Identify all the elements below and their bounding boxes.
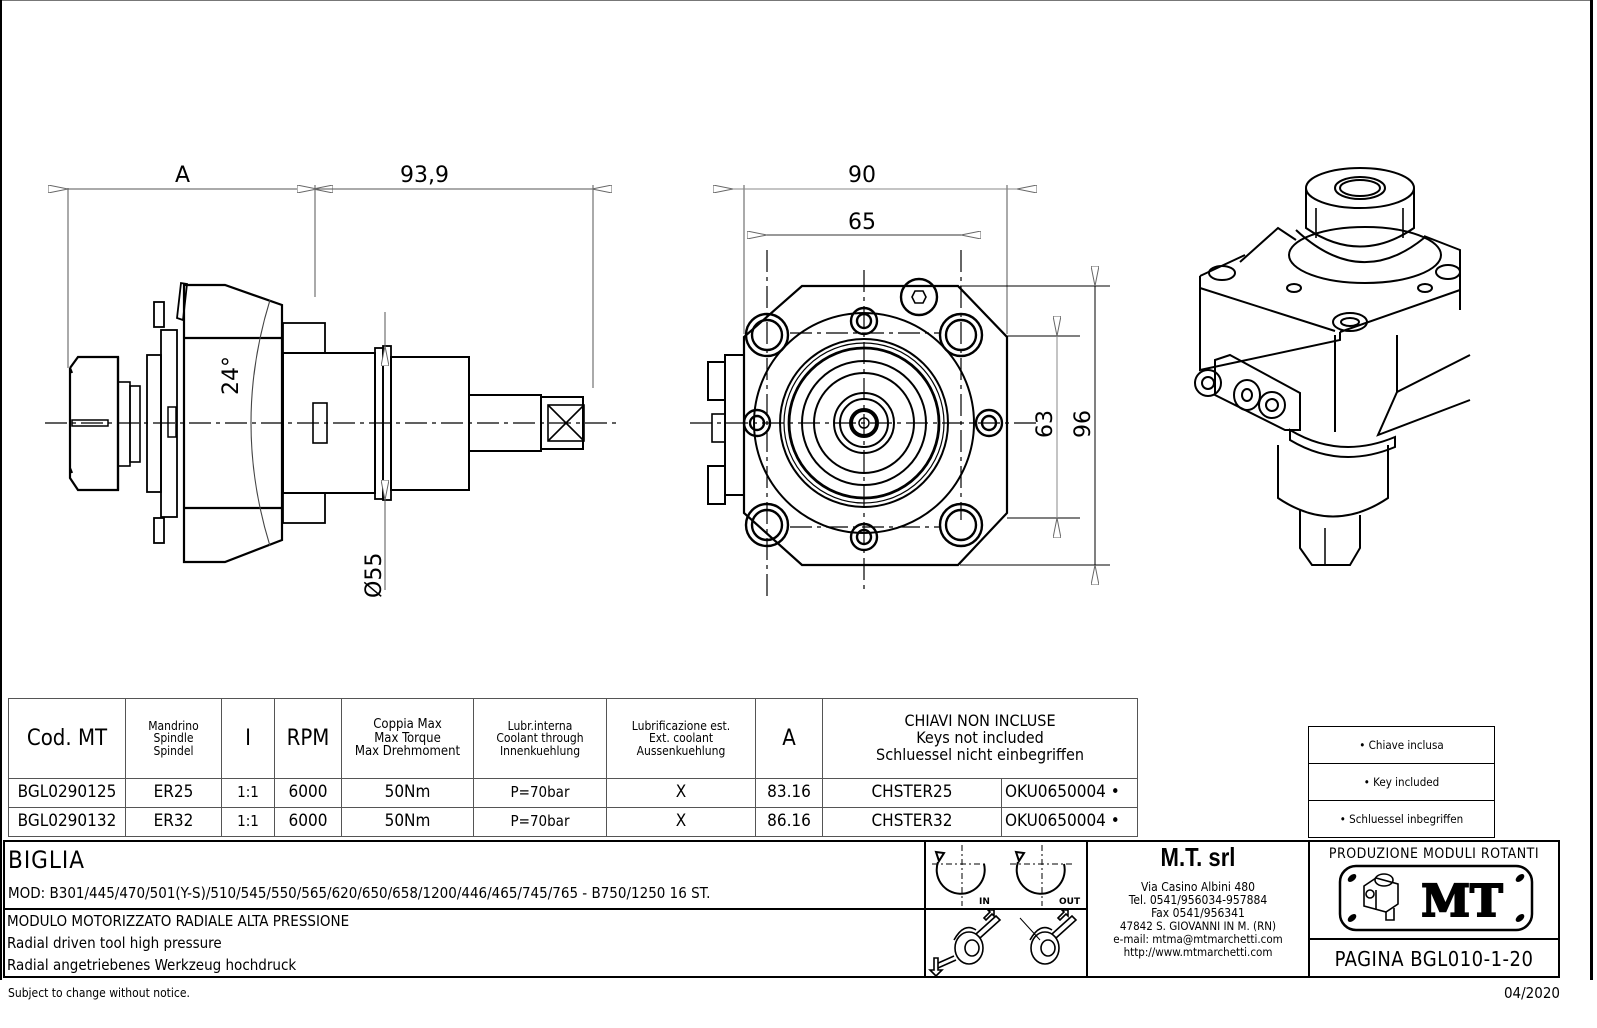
footer-date: 04/2020 <box>1503 984 1560 1002</box>
header-torque: Coppia Max Max Torque Max Drehmoment <box>341 698 474 779</box>
company-city: 47842 S. GIOVANNI IN M. (RN) <box>1119 919 1277 933</box>
cell-key1: CHSTER25 <box>822 778 1002 808</box>
frame-right-border <box>1590 0 1593 980</box>
table-row: BGL0290132 ER32 1:1 6000 50Nm P=70bar X … <box>8 807 1138 837</box>
diameter-label: Ø55 <box>362 553 387 598</box>
wrench-no-mount-icon <box>1019 909 1078 965</box>
header-external-coolant: Lubrificazione est. Ext. coolant Aussenk… <box>606 698 756 779</box>
machine-name: BIGLIA <box>8 846 86 874</box>
cell-external: X <box>606 807 756 837</box>
page-number: PAGINA BGL010-1-20 <box>1334 947 1534 971</box>
cell-code: BGL0290125 <box>8 778 126 808</box>
dim-a-label: A <box>175 163 190 188</box>
cell-internal: P=70bar <box>473 807 607 837</box>
description-en: Radial driven tool high pressure <box>7 934 222 952</box>
cell-ratio: 1:1 <box>221 807 275 837</box>
header-a: A <box>755 698 823 779</box>
header-ratio: I <box>221 698 275 779</box>
header-keys: CHIAVI NON INCLUSE Keys not included Sch… <box>822 698 1138 779</box>
footer-notice: Subject to change without notice. <box>8 986 190 1000</box>
cell-spindle: ER32 <box>125 807 222 837</box>
bolt-holes <box>742 277 1004 552</box>
angle-label: 24° <box>219 356 244 395</box>
header-rpm: RPM <box>274 698 342 779</box>
company-fax: Fax 0541/956341 <box>1151 906 1245 920</box>
cell-key2: OKU0650004 • <box>1001 807 1138 837</box>
note-it: • Chiave inclusa <box>1309 727 1494 764</box>
bullet-icon: • <box>1110 811 1120 832</box>
cell-key2: OKU0650004 • <box>1001 778 1138 808</box>
company-name: M.T. srl <box>1160 842 1236 872</box>
production-label: PRODUZIONE MODULI ROTANTI <box>1328 846 1540 862</box>
side-view <box>45 185 620 590</box>
rotation-direction-icons: IN OUT <box>928 845 1081 978</box>
note-de: • Schluessel inbegriffen <box>1339 812 1464 826</box>
description-de: Radial angetriebenes Werkzeug hochdruck <box>7 956 297 974</box>
cell-rpm: 6000 <box>274 807 342 837</box>
dim-63-label: 63 <box>1033 410 1058 438</box>
housing <box>182 283 284 564</box>
table-row: BGL0290125 ER25 1:1 6000 50Nm P=70bar X … <box>8 778 1138 808</box>
company-email[interactable]: e-mail: mtma@mtmarchetti.com <box>1113 932 1283 946</box>
rotation-out-label: OUT <box>1059 897 1081 907</box>
cell-a: 83.16 <box>755 778 823 808</box>
cell-rpm: 6000 <box>274 778 342 808</box>
mt-logo: MT <box>1338 864 1534 932</box>
wrench-mount-icon <box>928 909 1002 978</box>
dim-length-label: 93,9 <box>400 163 449 188</box>
front-view <box>690 185 1110 600</box>
dim-96-label: 96 <box>1071 410 1096 438</box>
specs-table: Cod. MT Mandrino Spindle Spindel I RPM C… <box>8 698 1138 837</box>
header-internal-coolant: Lubr.interna Coolant through Innenkuehlu… <box>473 698 607 779</box>
note-en: • Key included <box>1309 764 1494 801</box>
machine-models: MOD: B301/445/470/501(Y-S)/510/545/550/5… <box>8 884 711 902</box>
key-included-note: • Chiave inclusa • Key included • Schlue… <box>1308 726 1495 838</box>
company-tel: Tel. 0541/956034-957884 <box>1128 893 1268 907</box>
cell-spindle: ER25 <box>125 778 222 808</box>
cell-torque: 50Nm <box>341 778 474 808</box>
cell-external: X <box>606 778 756 808</box>
page-box <box>1308 938 1560 978</box>
logo-text: MT <box>1421 876 1503 927</box>
isometric-view <box>1194 167 1471 566</box>
rotation-in-icon <box>932 845 988 906</box>
company-address: Via Casino Albini 480 <box>1141 880 1255 894</box>
specs-header-row: Cod. MT Mandrino Spindle Spindel I RPM C… <box>8 698 1138 779</box>
logo-module-icon <box>1363 873 1399 921</box>
frame-left-border <box>0 0 2 980</box>
dim-65-label: 65 <box>848 210 876 235</box>
cell-code: BGL0290132 <box>8 807 126 837</box>
cell-ratio: 1:1 <box>221 778 275 808</box>
header-spindle: Mandrino Spindle Spindel <box>125 698 222 779</box>
cell-torque: 50Nm <box>341 807 474 837</box>
rotation-out-icon <box>1010 845 1072 906</box>
cell-internal: P=70bar <box>473 778 607 808</box>
bullet-icon: • <box>1110 782 1120 803</box>
rotation-in-label: IN <box>979 897 990 907</box>
cell-a: 86.16 <box>755 807 823 837</box>
header-code: Cod. MT <box>8 698 126 779</box>
cell-key1: CHSTER32 <box>822 807 1002 837</box>
company-website[interactable]: http://www.mtmarchetti.com <box>1123 945 1273 959</box>
description-it: MODULO MOTORIZZATO RADIALE ALTA PRESSION… <box>7 912 350 930</box>
technical-drawing: A 93,9 24° Ø55 <box>45 163 1471 600</box>
dim-90-label: 90 <box>848 163 876 188</box>
